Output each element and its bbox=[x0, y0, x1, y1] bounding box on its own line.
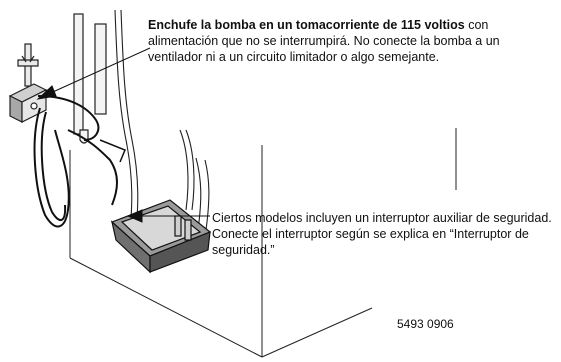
callout-top-arrowhead bbox=[36, 85, 57, 100]
callout-bottom-arrowhead bbox=[126, 209, 143, 223]
pump-reservoir bbox=[110, 199, 212, 274]
callout-top-line bbox=[43, 47, 151, 97]
callout-safety-switch: Ciertos modelos incluyen un interruptor … bbox=[212, 211, 552, 257]
floor-line-left bbox=[69, 257, 263, 358]
outlet-icon bbox=[8, 83, 48, 123]
callout-outlet-bold: Enchufe la bomba en un tomacorriente de … bbox=[148, 18, 465, 32]
callout-outlet-instructions: Enchufe la bomba en un tomacorriente de … bbox=[148, 17, 548, 65]
floor-line-right bbox=[261, 307, 373, 358]
vertical-pipes bbox=[73, 13, 107, 144]
callout-outlet-text: con alimentación que no se interrumpirá.… bbox=[148, 18, 500, 64]
drain-tubing bbox=[114, 9, 210, 231]
power-cord bbox=[33, 95, 126, 228]
figure-number: 5493 0906 bbox=[397, 317, 454, 331]
